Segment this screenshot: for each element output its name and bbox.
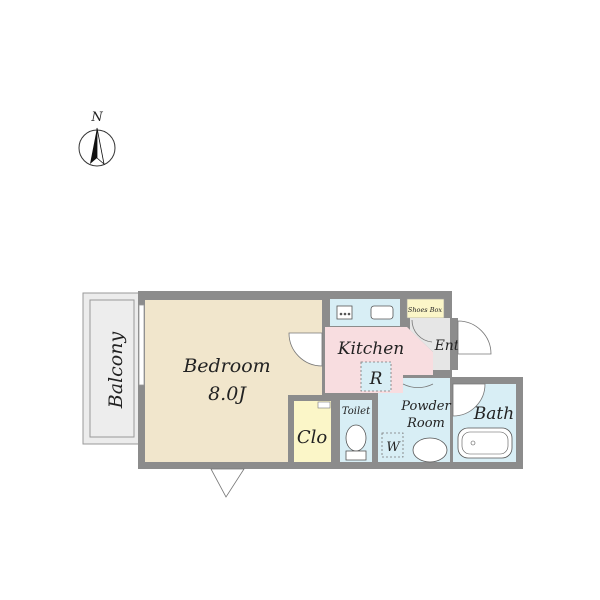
kitchen-area	[325, 327, 433, 393]
bedroom-label: Bedroom	[182, 355, 270, 377]
shoes-box-label: Shoes Box	[408, 306, 442, 314]
entrance-area	[410, 318, 450, 370]
stove-icon	[336, 305, 353, 320]
front-door[interactable]	[457, 320, 492, 355]
toilet-icon	[345, 424, 367, 452]
bedroom-size: 8.0J	[208, 383, 247, 405]
entrance-inner-door[interactable]	[411, 319, 433, 343]
closet-area	[294, 401, 331, 462]
kitchen-label: Kitchen	[337, 339, 404, 359]
bathtub-icon	[457, 427, 513, 459]
north-compass: N	[78, 110, 116, 167]
powder-room-label-1: Powder	[400, 399, 451, 414]
toilet-label: Toilet	[342, 406, 371, 417]
closet-label: Clo	[297, 427, 328, 448]
compass-label: N	[90, 110, 103, 125]
washer-space	[381, 432, 404, 458]
north-arrow-icon	[90, 128, 97, 164]
balcony: Balcony	[82, 292, 140, 445]
entrance-label: Ent	[434, 338, 460, 354]
bath-door[interactable]	[452, 383, 486, 417]
powder-room-label-2: Room	[406, 416, 445, 431]
refrigerator-label: R	[369, 369, 383, 389]
washer-label: W	[386, 440, 401, 455]
bedroom-area	[145, 300, 322, 462]
powder-room-door[interactable]	[402, 383, 434, 388]
balcony-window[interactable]	[138, 304, 145, 386]
balcony-label: Balcony	[105, 332, 127, 410]
bedroom-bottom-window-door[interactable]	[210, 468, 245, 498]
refrigerator-space	[360, 361, 392, 392]
bath-label: Bath	[473, 404, 514, 424]
bedroom-door[interactable]	[288, 332, 323, 367]
sink-icon	[370, 305, 394, 320]
washbasin-icon	[412, 437, 448, 463]
